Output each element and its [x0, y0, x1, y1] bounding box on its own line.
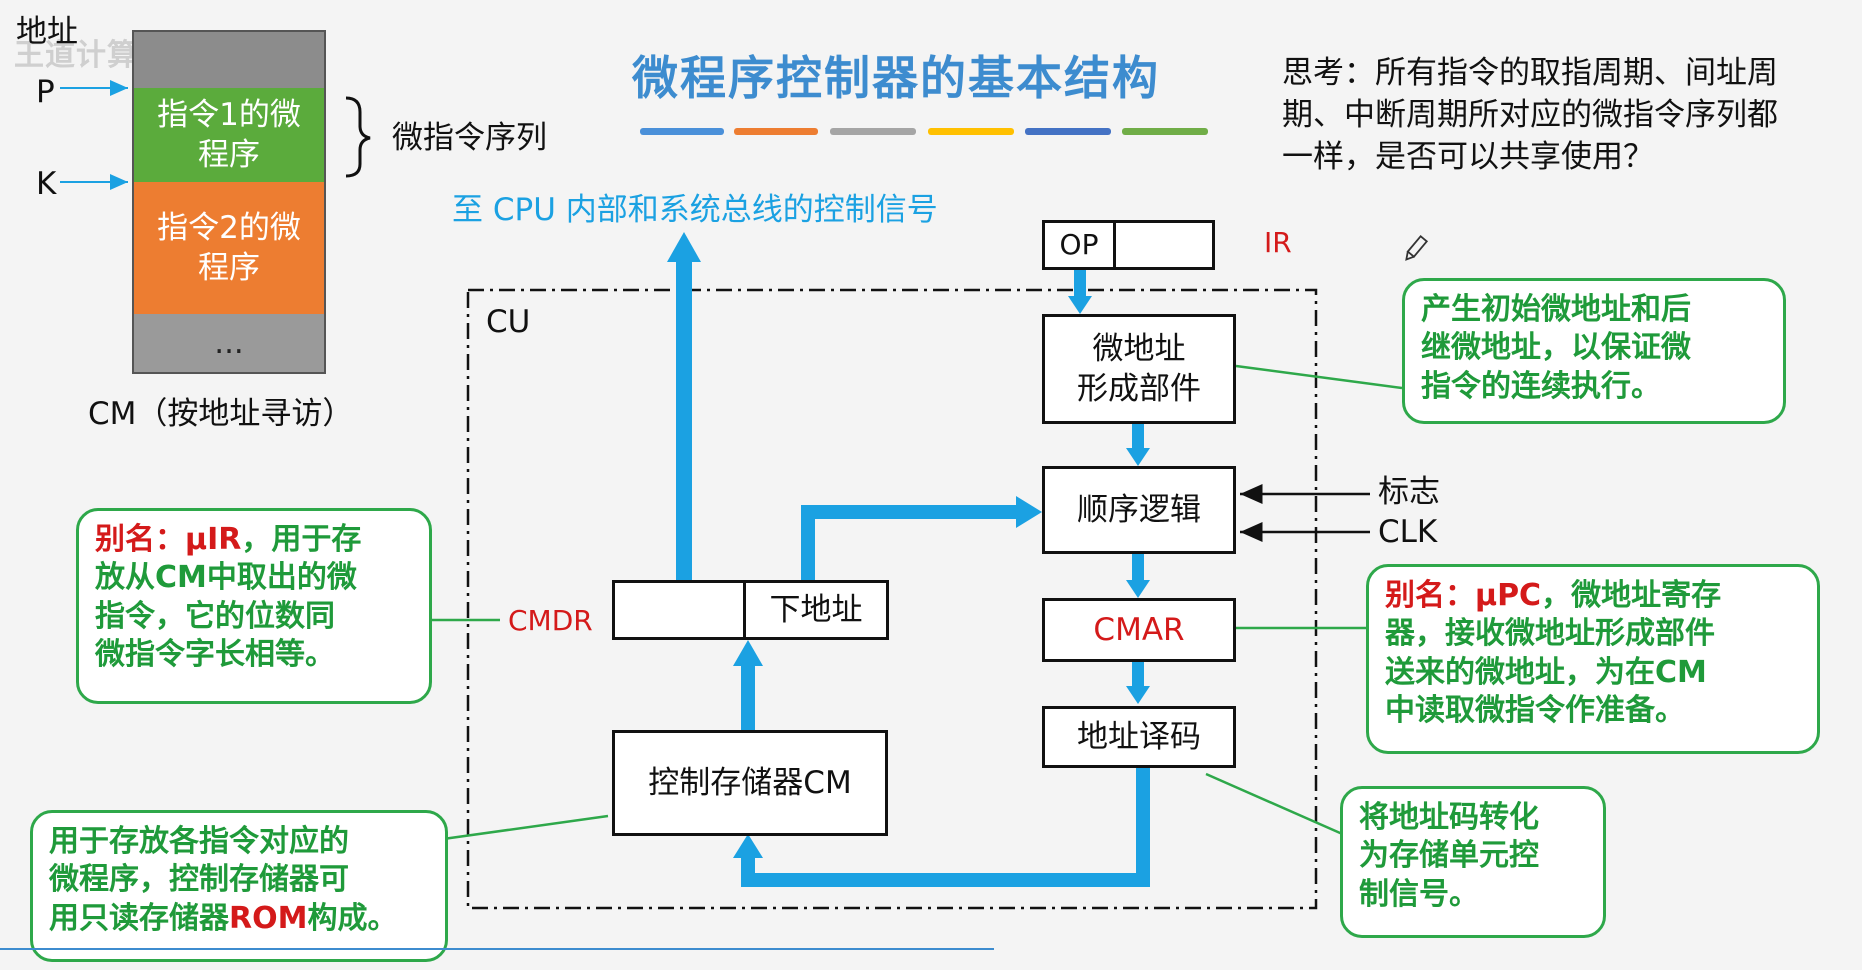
- cmdr-rest-1: ，用于存: [241, 522, 362, 557]
- cmdr-control-field: [612, 580, 746, 640]
- callout-cm-line1: 用于存放各指令对应的: [49, 824, 349, 859]
- decode-to-cm-line: [741, 768, 1150, 887]
- callout-decode-line3: 制信号。: [1359, 876, 1479, 912]
- think-line-1: 思考：所有指令的取指周期、间址周: [1282, 55, 1778, 91]
- cm-cell2-line1: 指令2的微: [157, 209, 301, 246]
- addr-decode-text: 地址译码: [1077, 718, 1201, 755]
- cmar-rest-1: ，微地址寄存: [1541, 578, 1722, 613]
- cmdr-next-address-field: 下地址: [743, 580, 889, 640]
- title-bar-5: [1025, 128, 1111, 135]
- cm-cell3-text: ...: [214, 324, 244, 361]
- decode-to-cm-arrowhead: [733, 834, 763, 858]
- cm-address-label: 地址: [16, 14, 78, 50]
- title-bar-4: [928, 128, 1014, 135]
- callout-cmar-line4: 中读取微指令作准备。: [1385, 693, 1685, 729]
- cmdr-label: CMDR: [508, 604, 593, 637]
- callout-cmar-line3: 送来的微地址，为在CM: [1385, 654, 1707, 690]
- page-title: 微程序控制器的基本结构: [632, 51, 1160, 105]
- title-bar-6: [1122, 128, 1208, 135]
- micro-address-generator: 微地址形成部件: [1042, 314, 1236, 424]
- flag-label: 标志: [1378, 474, 1440, 510]
- callout-cmar-line1: 别名：μPC，微地址寄存: [1385, 577, 1801, 615]
- callout-decode-line2: 为存储单元控: [1359, 838, 1539, 874]
- cm-cell-instr1: 指令1的微程序: [132, 88, 326, 182]
- title-bar-3: [830, 128, 916, 135]
- cm-caption: CM（按地址寻访）: [88, 396, 354, 432]
- callout-pointer-gen: [1235, 364, 1403, 390]
- cmar-text: CMAR: [1093, 611, 1185, 648]
- ir-operand-field: [1113, 220, 1215, 270]
- next-addr-to-seq-arrowhead: [1016, 496, 1042, 528]
- cu-label: CU: [486, 304, 531, 340]
- control-store-cm: 控制存储器CM: [612, 730, 888, 836]
- cm-rom: ROM: [229, 900, 308, 936]
- callout-cmdr-line3: 指令，它的位数同: [95, 598, 335, 634]
- callout-address-decode: 将地址码转化 为存储单元控 制信号。: [1340, 786, 1606, 938]
- callout-gen-line1: 产生初始微地址和后: [1421, 292, 1691, 327]
- think-question: 思考：所有指令的取指周期、间址周 期、中断周期所对应的微指令序列都 一样，是否可…: [1282, 52, 1778, 178]
- cm-post: 构成。: [307, 900, 398, 936]
- callout-cm-line2: 微程序，控制存储器可: [49, 862, 349, 898]
- callout-cm-line3: 用只读存储器ROM构成。: [49, 900, 429, 938]
- think-line-2: 期、中断周期所对应的微指令序列都: [1282, 97, 1778, 133]
- gen-to-seq-arrowhead: [1126, 448, 1150, 466]
- title-bar-2: [734, 128, 818, 135]
- next-addr-to-seq-line: [801, 505, 1018, 580]
- cmar-alias: 别名：μPC: [1385, 578, 1542, 613]
- think-line-3: 一样，是否可以共享使用？: [1282, 139, 1654, 175]
- ir-label: IR: [1264, 226, 1292, 259]
- clk-label: CLK: [1378, 514, 1438, 550]
- control-store-text: 控制存储器CM: [648, 764, 852, 801]
- callout-cmdr: 别名：μIR，用于存 放从CM中取出的微 指令，它的位数同 微指令字长相等。: [76, 508, 432, 704]
- bottom-line: [0, 948, 994, 950]
- cm-cell1-line2: 程序: [197, 137, 260, 173]
- ir-op-field: OP: [1042, 220, 1116, 270]
- callout-pointer-decode: [1205, 772, 1357, 842]
- micro-addr-gen-line2: 形成部件: [1077, 371, 1201, 407]
- control-signal-arrowhead: [667, 232, 701, 262]
- control-signal-label: 至 CPU 内部和系统总线的控制信号: [452, 192, 938, 228]
- ir-op-text: OP: [1059, 227, 1099, 261]
- callout-cmdr-line1: 别名：μIR，用于存: [95, 521, 413, 559]
- callout-micro-address-gen: 产生初始微地址和后 继微地址，以保证微 指令的连续执行。: [1402, 278, 1786, 424]
- cu-boundary: [466, 288, 1318, 910]
- cm-p-label: P: [36, 74, 55, 110]
- callout-gen-line3: 指令的连续执行。: [1421, 368, 1661, 404]
- address-decoder: 地址译码: [1042, 706, 1236, 768]
- callout-cmar: 别名：μPC，微地址寄存 器，接收微地址形成部件 送来的微地址，为在CM 中读取…: [1366, 564, 1820, 754]
- callout-cmdr-line2: 放从CM中取出的微: [95, 560, 357, 596]
- brace-label: 微指令序列: [392, 120, 547, 156]
- seq-to-cmar-arrowhead: [1126, 580, 1150, 598]
- seq-logic-text: 顺序逻辑: [1077, 491, 1201, 528]
- cm-cell1-line1: 指令1的微: [157, 96, 301, 133]
- callout-cmdr-line4: 微指令字长相等。: [95, 637, 335, 673]
- cm-top-cell: [132, 30, 326, 88]
- cm-cell-instr2: 指令2的微程序: [132, 182, 326, 314]
- cmar-register: CMAR: [1042, 598, 1236, 662]
- next-addr-text: 下地址: [769, 591, 863, 628]
- title-bar-1: [640, 128, 724, 135]
- micro-addr-gen-line1: 微地址: [1092, 330, 1186, 367]
- cm-cell2-line2: 程序: [197, 250, 260, 286]
- cm-to-cmdr-arrowhead: [733, 640, 763, 666]
- callout-control-store: 用于存放各指令对应的 微程序，控制存储器可 用只读存储器ROM构成。: [30, 810, 448, 962]
- cm-k-label: K: [36, 166, 57, 202]
- brace-icon: [345, 96, 371, 178]
- cmdr-alias: 别名：μIR: [95, 522, 242, 557]
- sequence-logic: 顺序逻辑: [1042, 466, 1236, 554]
- pencil-icon: [1405, 234, 1429, 261]
- cm-pre-3: 用只读存储器: [49, 900, 229, 936]
- ir-to-gen-arrowhead: [1068, 296, 1092, 314]
- cm-cell-more: ...: [132, 314, 326, 374]
- callout-decode-line1: 将地址码转化: [1359, 800, 1539, 835]
- callout-cmar-line2: 器，接收微地址形成部件: [1385, 616, 1715, 652]
- cmar-to-decode-arrowhead: [1126, 686, 1150, 704]
- callout-pointer-cm: [435, 814, 609, 842]
- callout-gen-line2: 继微地址，以保证微: [1421, 330, 1691, 366]
